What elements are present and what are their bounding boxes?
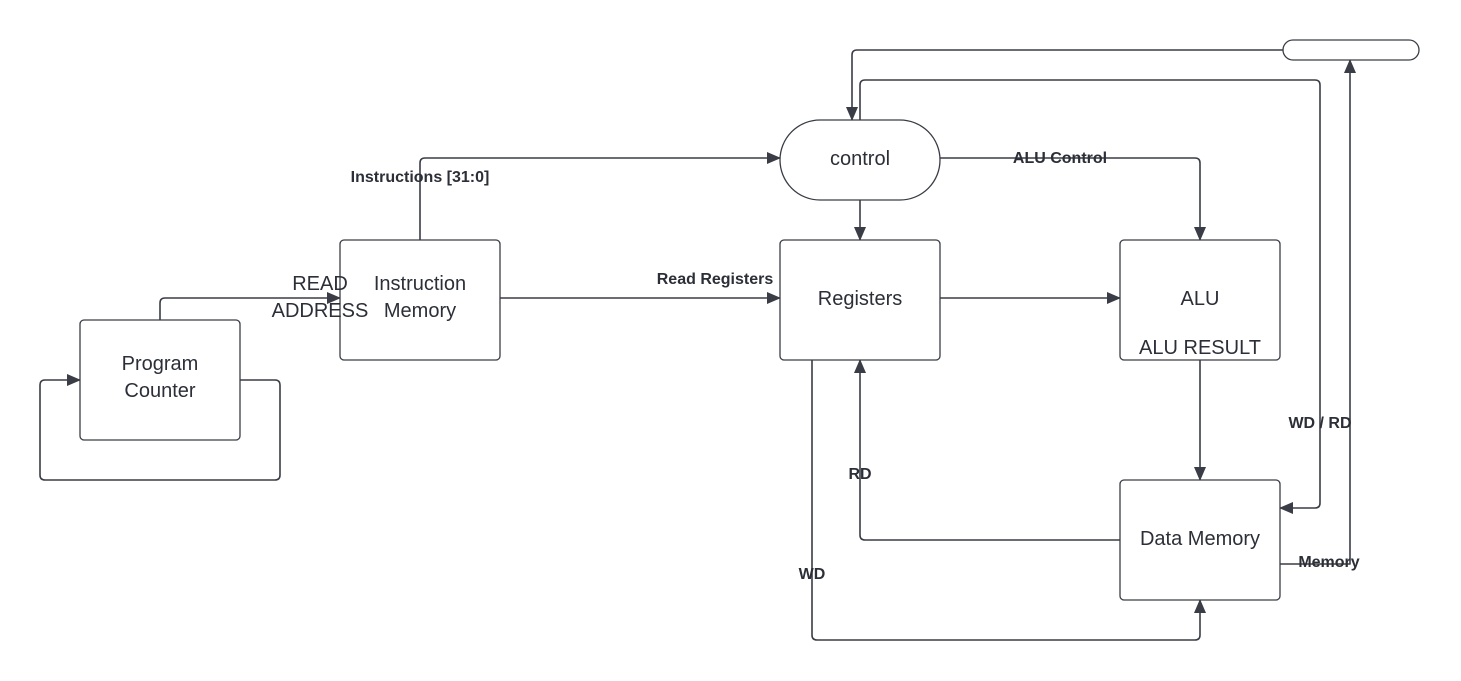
instructions-wire-label: Instructions [31:0] <box>351 169 490 186</box>
alu-control-wire <box>940 157 1206 241</box>
read-registers-wire-label: Read Registers <box>657 271 774 288</box>
alu-label: ALU <box>1181 288 1220 310</box>
pc-to-instruction-memory-wire <box>159 292 341 320</box>
control-box <box>779 119 941 201</box>
data-memory-box <box>1119 479 1281 601</box>
wd-rd-wire-label: WD / RD <box>1288 415 1351 432</box>
memory-wire <box>1280 59 1356 565</box>
program-counter-label-2: Counter <box>124 380 195 402</box>
pc-loop-wire <box>39 374 281 481</box>
control-label: control <box>830 148 890 170</box>
rd-wire <box>854 359 1120 541</box>
program-counter-box <box>79 319 241 441</box>
memory-wire-label: Memory <box>1298 554 1359 571</box>
terminator-box <box>1282 39 1420 61</box>
registers-label: Registers <box>818 288 902 310</box>
alu-control-wire-label: ALU Control <box>1013 150 1107 167</box>
data-memory-label: Data Memory <box>1140 528 1260 550</box>
instruction-memory-box <box>339 239 501 361</box>
instructions-wire <box>419 152 781 240</box>
instruction-memory-label-1: Instruction <box>374 273 466 295</box>
wd-rd-wire <box>859 79 1321 514</box>
alu-box <box>1119 239 1281 361</box>
instruction-memory-label-2: Memory <box>384 300 456 322</box>
terminator-to-control-wire <box>846 49 1283 121</box>
read-address-label-2: ADDRESS <box>272 300 369 322</box>
program-counter-label-1: Program <box>122 353 199 375</box>
registers-box <box>779 239 941 361</box>
wd-wire-label: WD <box>799 566 826 583</box>
wd-wire <box>811 360 1206 641</box>
alu-result-label: ALU RESULT <box>1139 337 1261 359</box>
rd-wire-label: RD <box>848 466 871 483</box>
read-address-label-1: READ <box>292 273 348 295</box>
